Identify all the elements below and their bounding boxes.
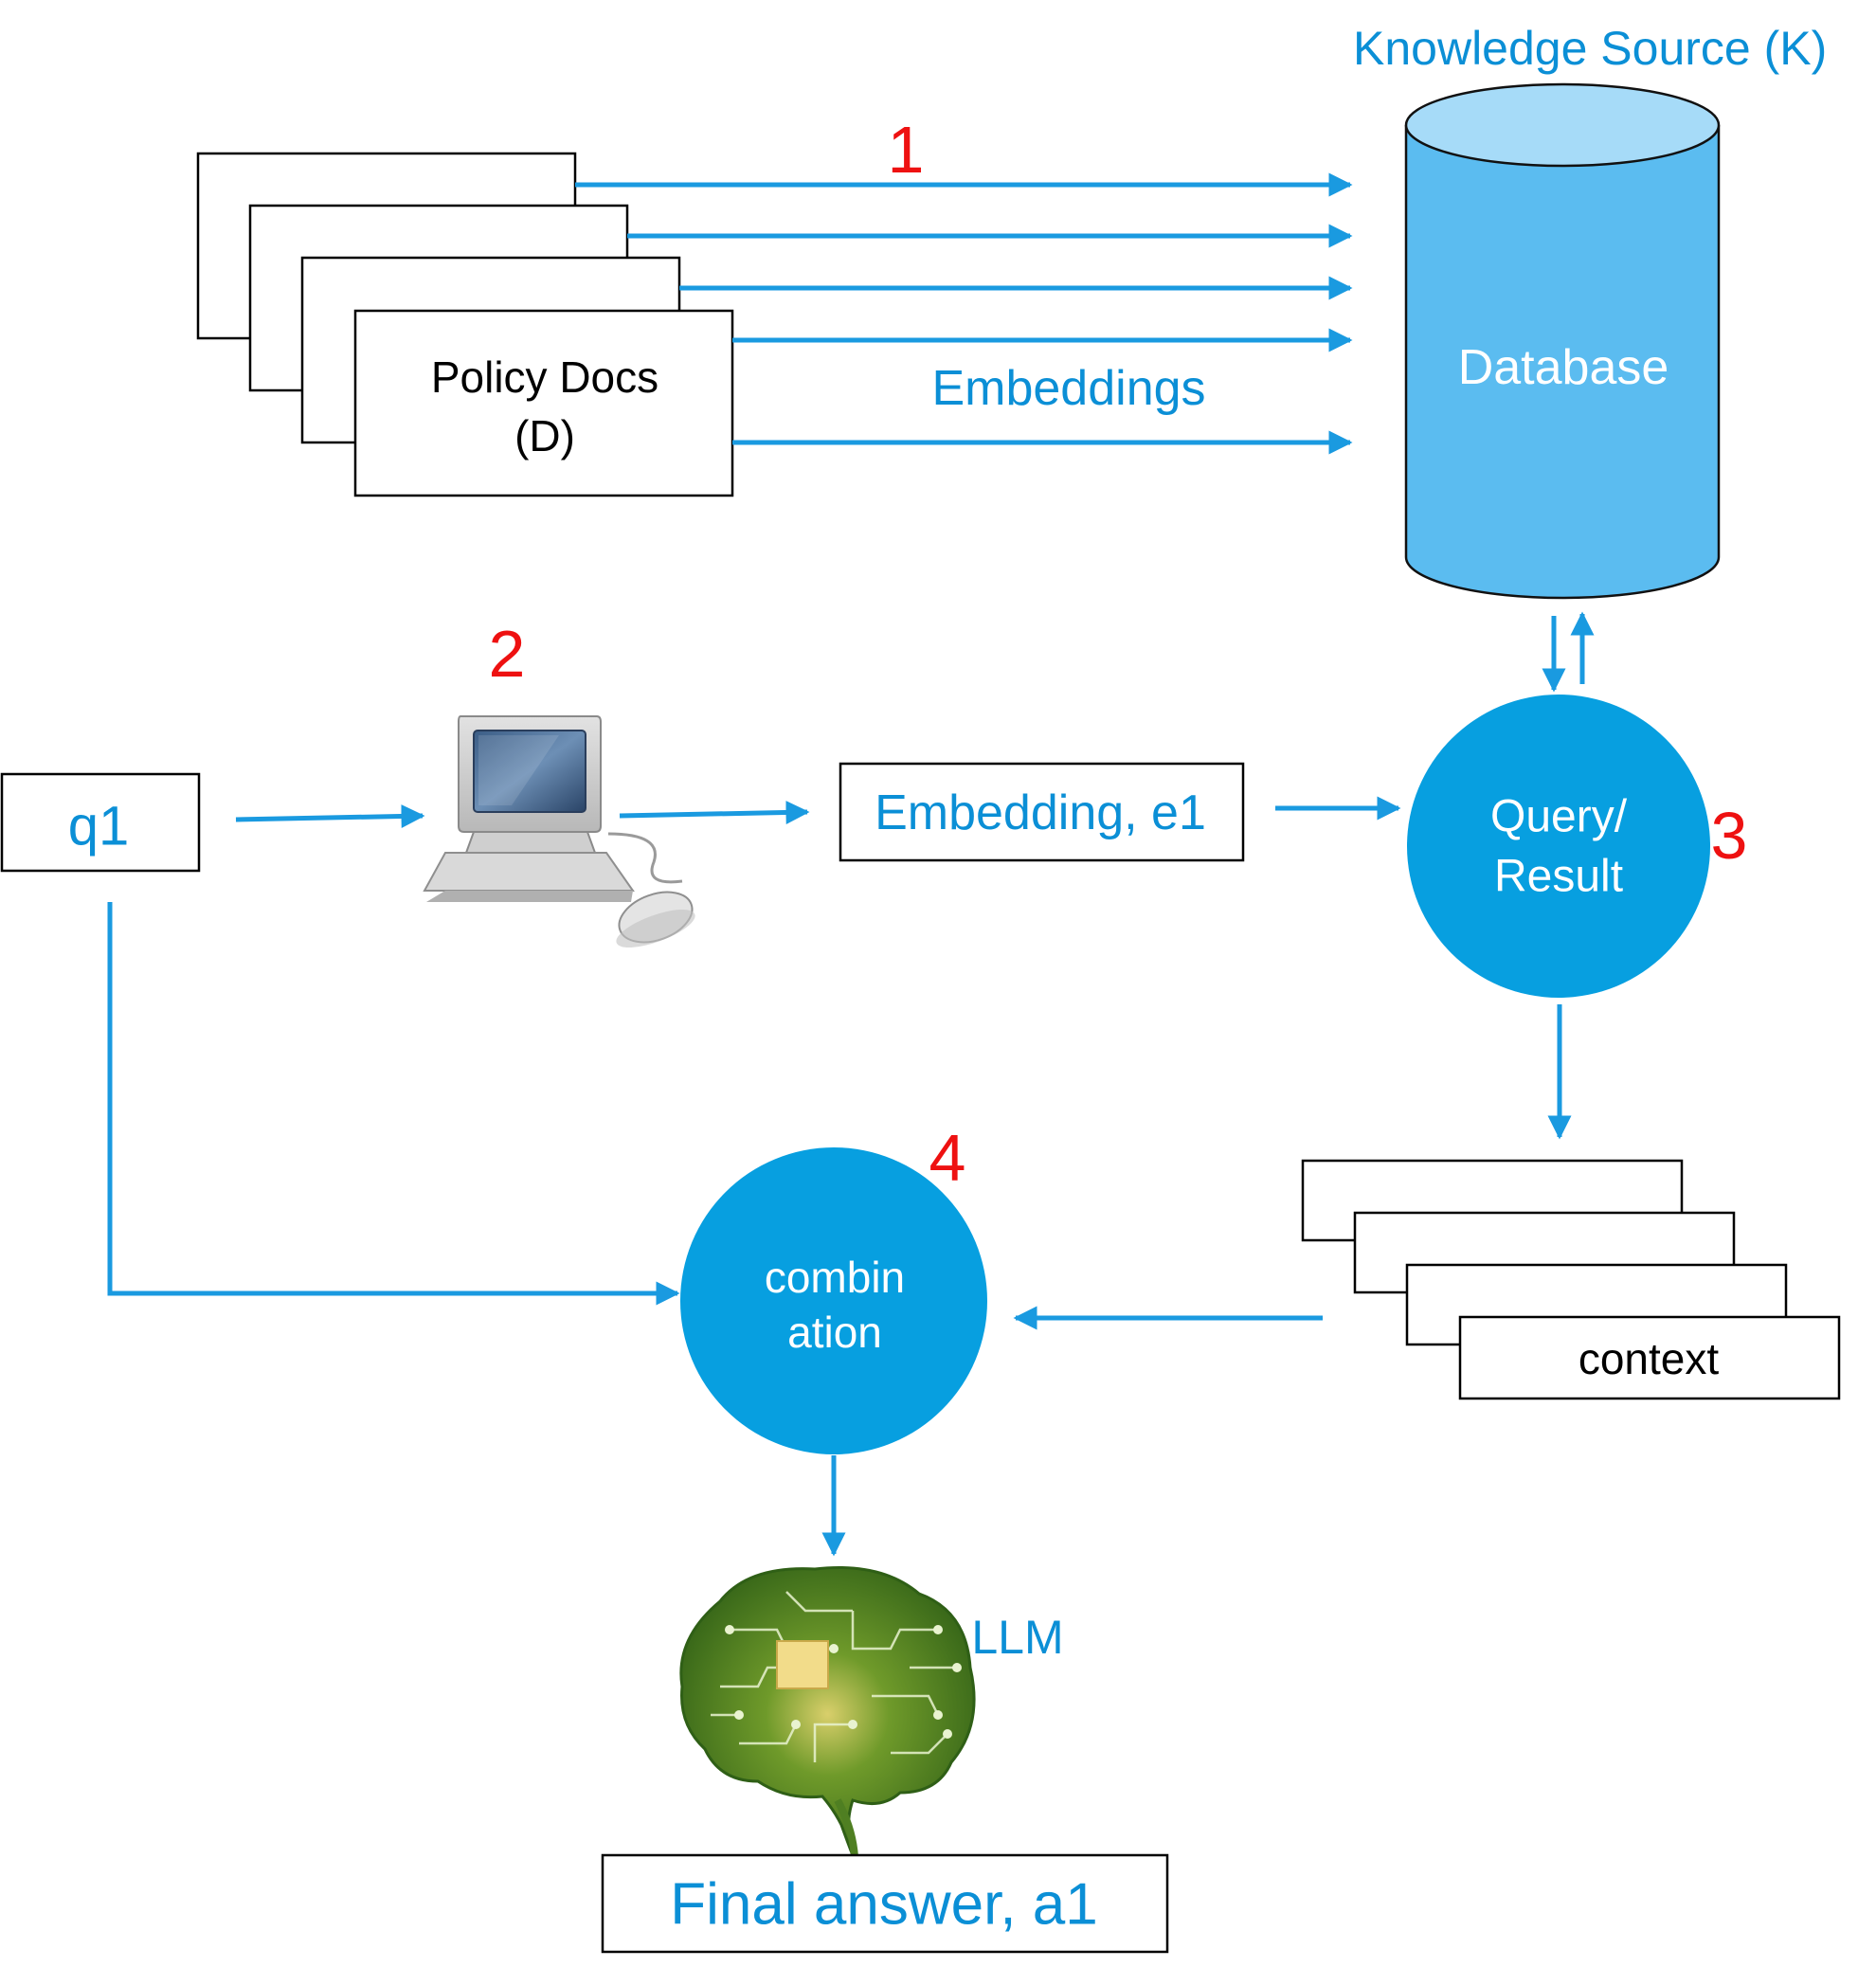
brain-circuit-icon [679, 1565, 976, 1863]
database-label: Database [1457, 340, 1669, 395]
policy-docs-label-line2: (D) [514, 411, 575, 460]
arrow-computer-to-embedding [619, 800, 810, 824]
embeddings-label: Embeddings [931, 361, 1206, 416]
database-cylinder-icon [1404, 82, 1721, 600]
arrow-q1-to-combination [107, 902, 680, 1306]
step-number-1: 1 [887, 113, 925, 187]
final-answer-box [601, 1853, 1169, 1954]
policy-docs-stack [196, 152, 734, 497]
llm-label: LLM [971, 1611, 1064, 1664]
context-label: context [1578, 1334, 1720, 1383]
combination-line2: ation [787, 1308, 882, 1357]
computer-icon [423, 715, 695, 947]
query-result-line2: Result [1493, 851, 1624, 902]
query-box [0, 772, 201, 873]
combination-line1: combin [764, 1253, 906, 1302]
query-result-line1: Query/ [1489, 791, 1628, 842]
database-query-arrows [1542, 611, 1595, 693]
step-number-3: 3 [1710, 799, 1748, 873]
final-answer-label: Final answer, a1 [670, 1871, 1098, 1938]
knowledge-source-title: Knowledge Source (K) [1353, 22, 1828, 75]
arrow-q1-to-computer [235, 803, 425, 828]
embedding-box [839, 762, 1245, 862]
step-number-4: 4 [929, 1121, 966, 1195]
query-result-node [1407, 695, 1710, 998]
embedding-arrows [575, 172, 1353, 455]
step-number-2-label: 2 [488, 617, 526, 691]
query-q1-label: q1 [67, 795, 130, 857]
embedding-e1-label: Embedding, e1 [875, 785, 1206, 840]
context-stack [1301, 1159, 1841, 1400]
combination-node [680, 1147, 987, 1454]
policy-docs-label-line1: Policy Docs [430, 352, 659, 402]
